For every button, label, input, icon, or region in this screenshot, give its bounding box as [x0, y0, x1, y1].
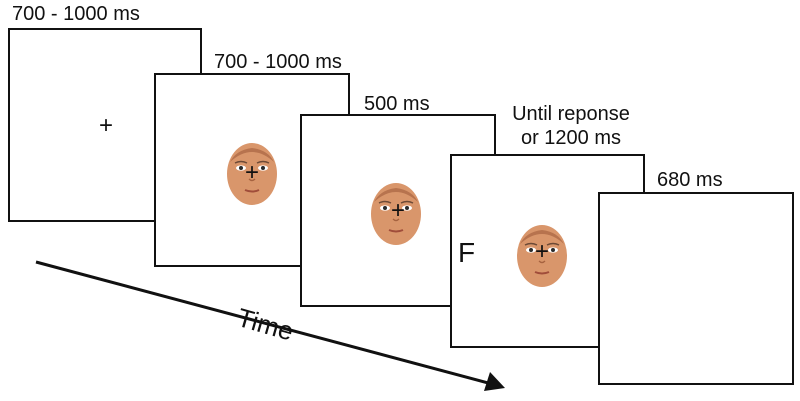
fixation-cross-icon: +: [98, 112, 113, 139]
frame-4-duration: Until reponse or 1200 ms: [512, 103, 630, 149]
frame-5: [598, 192, 794, 385]
face-icon: [227, 143, 277, 205]
face-icon: [371, 183, 421, 245]
face-icon: [517, 225, 567, 287]
fixation-cross-icon: +: [390, 197, 405, 224]
time-arrow-line: [35, 260, 493, 386]
fixation-cross-icon: +: [244, 159, 259, 186]
arrow-right-icon: [484, 372, 505, 391]
frame-2-duration: 700 - 1000 ms: [214, 51, 342, 73]
frame-5-duration: 680 ms: [657, 169, 723, 191]
frame-1-duration: 700 - 1000 ms: [12, 3, 140, 25]
frame-3-duration: 500 ms: [364, 93, 430, 115]
fixation-cross-icon: +: [534, 238, 549, 265]
stimulus-letter: F: [458, 237, 476, 268]
